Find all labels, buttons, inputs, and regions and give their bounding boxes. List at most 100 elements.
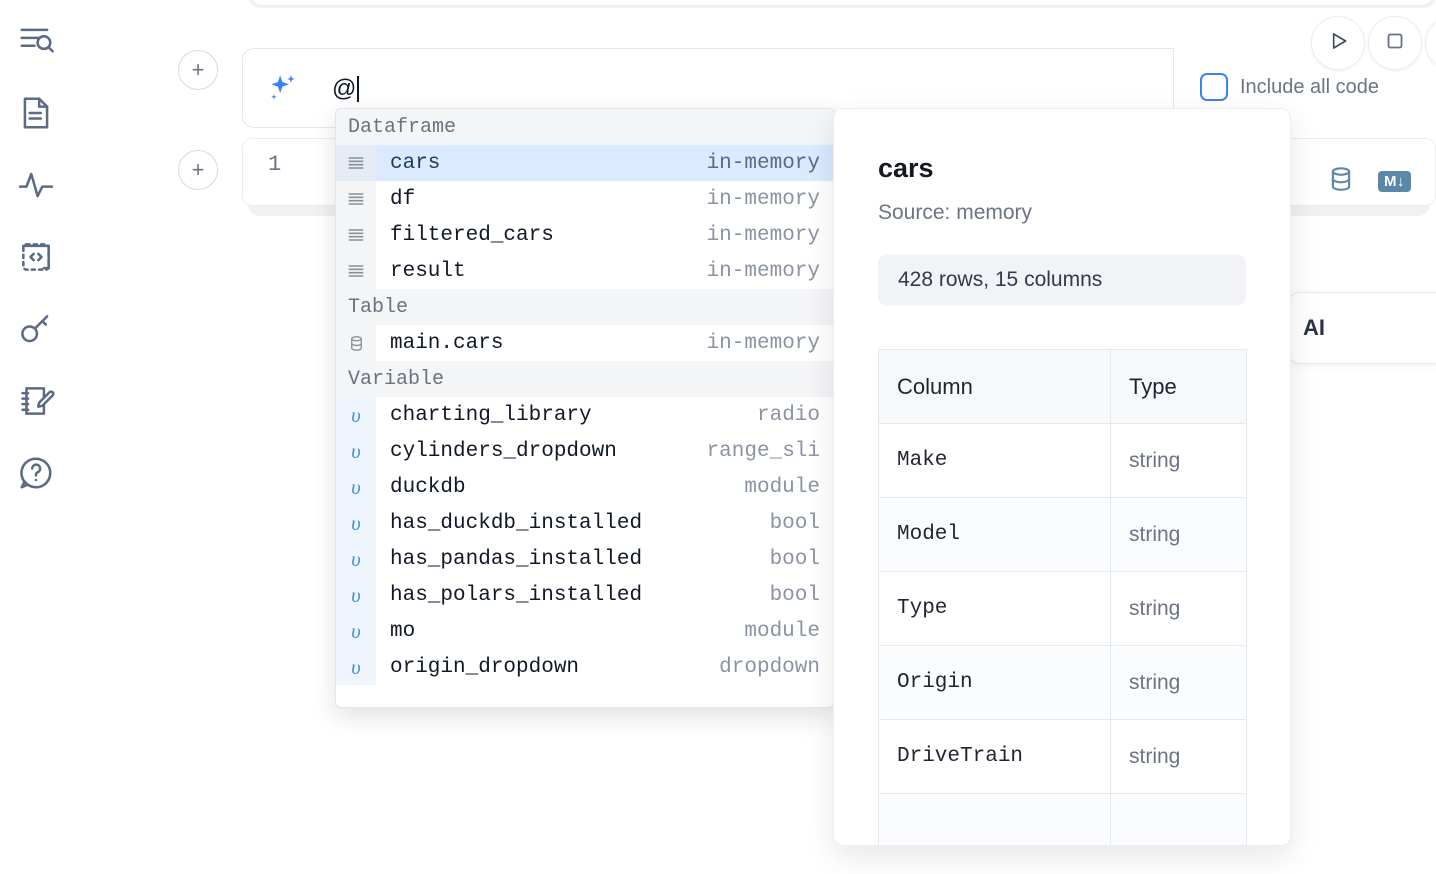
variable-upsilon-icon: υ bbox=[336, 469, 376, 505]
autocomplete-item-name: mo bbox=[390, 619, 416, 643]
cell-column-name: DriveTrain bbox=[878, 719, 1111, 794]
detail-source: Source: memory bbox=[878, 201, 1033, 224]
autocomplete-item-type: bool bbox=[769, 511, 820, 535]
dataframe-rows-icon bbox=[336, 145, 376, 181]
cell-column-name: Origin bbox=[878, 645, 1111, 720]
generate-with-ai-button[interactable]: AI bbox=[1288, 292, 1436, 364]
activity-pulse-icon bbox=[17, 166, 55, 204]
autocomplete-item-name: charting_library bbox=[390, 403, 592, 427]
sidebar-item-explore[interactable] bbox=[13, 18, 59, 64]
code-brackets-icon bbox=[17, 238, 55, 276]
database-icon bbox=[336, 325, 376, 361]
autocomplete-item-name: result bbox=[390, 259, 466, 283]
stop-icon bbox=[1382, 28, 1408, 59]
autocomplete-item-type: in-memory bbox=[706, 259, 820, 283]
help-chat-icon bbox=[17, 454, 55, 492]
include-all-code-row[interactable]: Include all code bbox=[1200, 73, 1379, 101]
markdown-badge[interactable]: M↓ bbox=[1378, 171, 1411, 192]
autocomplete-item[interactable]: result in-memory bbox=[336, 253, 834, 289]
cell-column-name: Make bbox=[878, 423, 1111, 498]
autocomplete-item-type: module bbox=[744, 475, 820, 499]
explore-outline-icon bbox=[17, 22, 55, 60]
autocomplete-item-name: duckdb bbox=[390, 475, 466, 499]
detail-stats-badge: 428 rows, 15 columns bbox=[878, 255, 1246, 305]
autocomplete-item[interactable]: cars in-memory bbox=[336, 145, 834, 181]
sidebar-rail bbox=[0, 0, 72, 874]
sidebar-item-runtime[interactable] bbox=[13, 162, 59, 208]
cell-action-icons: M↓ bbox=[1326, 164, 1411, 199]
sidebar-item-scratchpad[interactable] bbox=[13, 378, 59, 424]
detail-title: cars bbox=[878, 153, 934, 183]
sidebar-item-snippets[interactable] bbox=[13, 234, 59, 280]
autocomplete-item-type: module bbox=[744, 619, 820, 643]
table-row bbox=[878, 793, 1247, 845]
autocomplete-item[interactable]: υ charting_library radio bbox=[336, 397, 834, 433]
autocomplete-item[interactable]: υ has_pandas_installed bool bbox=[336, 541, 834, 577]
header-column: Column bbox=[878, 349, 1111, 424]
autocomplete-item-name: origin_dropdown bbox=[390, 655, 580, 679]
sidebar-item-help[interactable] bbox=[13, 450, 59, 496]
dataframe-rows-icon bbox=[336, 253, 376, 289]
include-all-code-checkbox[interactable] bbox=[1200, 73, 1228, 101]
header-type: Type bbox=[1110, 349, 1247, 424]
cell-column-type: string bbox=[1110, 423, 1247, 498]
cell-column-name: Type bbox=[878, 571, 1111, 646]
autocomplete-item-type: radio bbox=[756, 403, 820, 427]
code-line-number: 1 bbox=[268, 152, 282, 177]
run-button[interactable] bbox=[1311, 16, 1365, 70]
include-all-code-label: Include all code bbox=[1240, 75, 1379, 98]
more-actions-button[interactable] bbox=[1425, 16, 1436, 70]
key-icon bbox=[17, 310, 55, 348]
variable-upsilon-icon: υ bbox=[336, 649, 376, 685]
table-header-row: Column Type bbox=[878, 349, 1247, 424]
generate-with-ai-label: AI bbox=[1303, 315, 1325, 340]
document-icon bbox=[17, 94, 55, 132]
sidebar-item-notebook[interactable] bbox=[13, 90, 59, 136]
ai-prompt-input[interactable]: @ bbox=[332, 70, 360, 108]
autocomplete-item-name: has_pandas_installed bbox=[390, 547, 643, 571]
cell-column-type: string bbox=[1110, 571, 1247, 646]
autocomplete-group-table: Table bbox=[336, 289, 834, 325]
ai-sparkle-icon bbox=[264, 70, 302, 108]
sidebar-item-secrets[interactable] bbox=[13, 306, 59, 352]
variable-upsilon-icon: υ bbox=[336, 541, 376, 577]
dataframe-rows-icon bbox=[336, 217, 376, 253]
run-icon bbox=[1325, 28, 1351, 59]
add-cell-below-button[interactable]: + bbox=[178, 150, 218, 190]
variable-upsilon-icon: υ bbox=[336, 505, 376, 541]
cell-column-type: string bbox=[1110, 497, 1247, 572]
variable-upsilon-icon: υ bbox=[336, 397, 376, 433]
add-cell-above-button[interactable]: + bbox=[178, 50, 218, 90]
markdown-letter: M bbox=[1384, 173, 1397, 190]
autocomplete-item-name: cars bbox=[390, 151, 441, 175]
autocomplete-item-type: in-memory bbox=[706, 151, 820, 175]
autocomplete-item-type: in-memory bbox=[706, 223, 820, 247]
stop-button[interactable] bbox=[1368, 16, 1422, 70]
dataframe-detail-panel: cars Source: memory 428 rows, 15 columns… bbox=[833, 108, 1291, 846]
database-icon[interactable] bbox=[1326, 164, 1356, 199]
autocomplete-item-name: has_duckdb_installed bbox=[390, 511, 643, 535]
autocomplete-item[interactable]: υ origin_dropdown dropdown bbox=[336, 649, 834, 685]
autocomplete-item-type: bool bbox=[769, 547, 820, 571]
variable-upsilon-icon: υ bbox=[336, 433, 376, 469]
autocomplete-item-type: dropdown bbox=[719, 655, 820, 679]
autocomplete-group-dataframe: Dataframe bbox=[336, 109, 834, 145]
cell-column-type: string bbox=[1110, 645, 1247, 720]
plus-icon: + bbox=[191, 57, 205, 82]
autocomplete-item[interactable]: υ has_duckdb_installed bool bbox=[336, 505, 834, 541]
markdown-arrow: ↓ bbox=[1397, 173, 1405, 190]
